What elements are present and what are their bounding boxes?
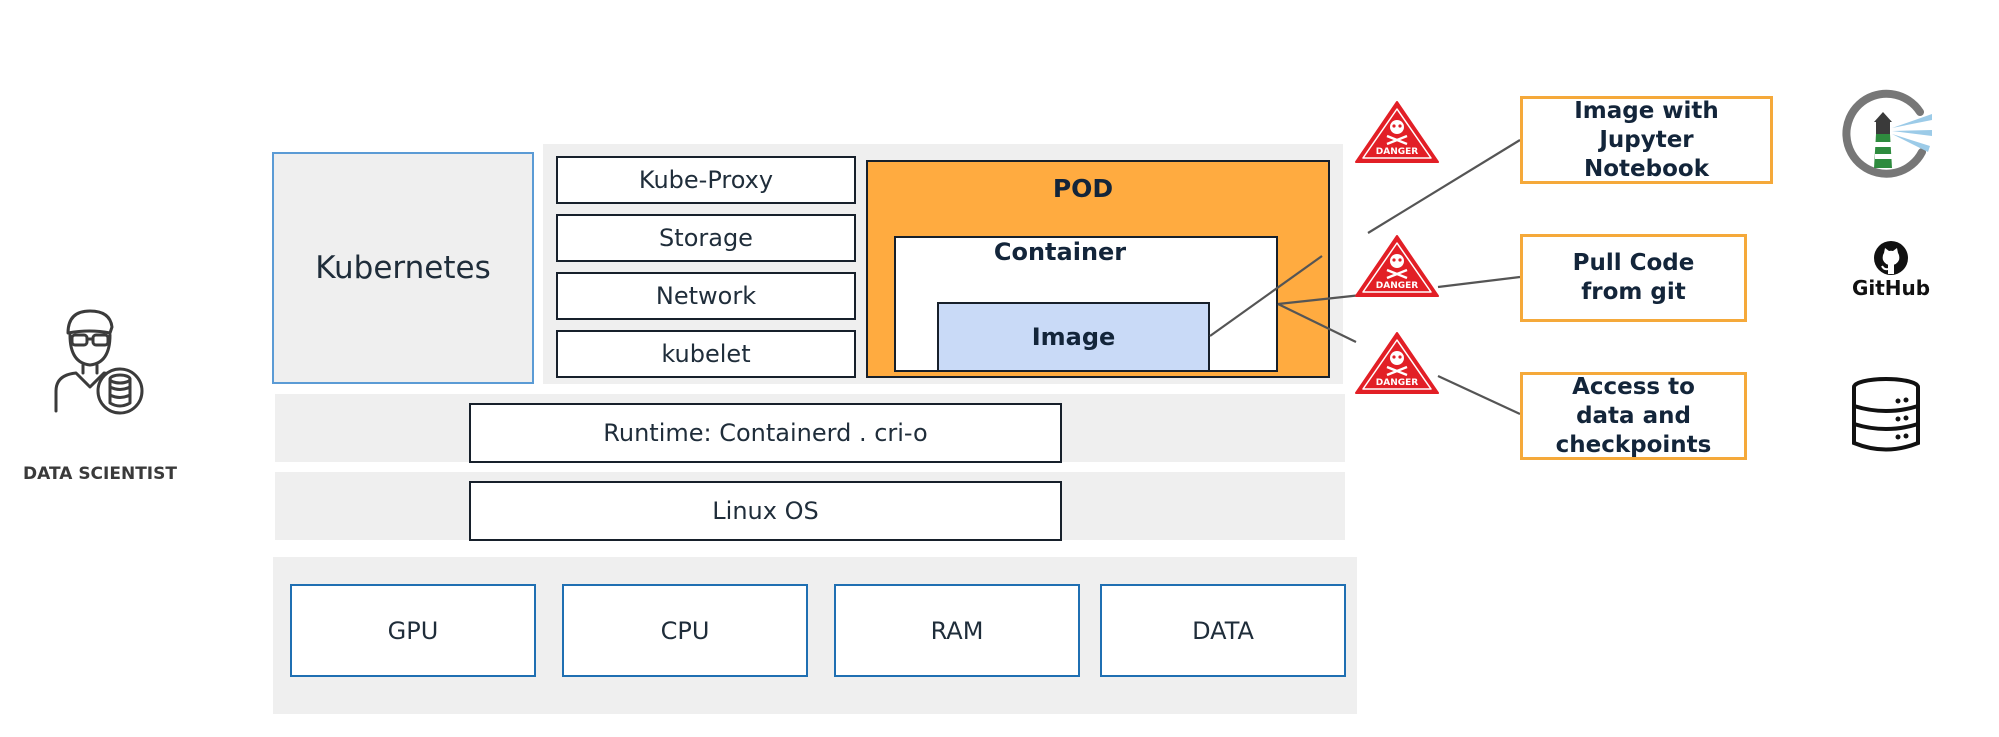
callout-line: Access to: [1572, 373, 1695, 400]
callout-line: Image with: [1574, 97, 1719, 124]
callout-line: Jupyter: [1599, 126, 1694, 153]
danger-sign-icon: DANGER: [1354, 331, 1440, 395]
component-label: Network: [655, 282, 757, 310]
image-label: Image: [1031, 323, 1116, 351]
github-logo-icon: [1874, 241, 1908, 275]
danger-sign-icon: DANGER: [1354, 100, 1440, 164]
data-scientist-icon: [54, 309, 144, 415]
runtime-box: Runtime: Containerd . cri-o: [469, 403, 1062, 463]
os-label: Linux OS: [712, 497, 819, 525]
component-label: Storage: [659, 224, 753, 252]
component-network: Network: [556, 272, 856, 320]
callout-line: Notebook: [1583, 155, 1709, 182]
persona-label: DATA SCIENTIST: [23, 464, 177, 484]
hardware-label: CPU: [660, 616, 710, 645]
connector-line: [1367, 139, 1521, 234]
os-box: Linux OS: [469, 481, 1062, 541]
hardware-label: RAM: [930, 616, 984, 645]
hardware-gpu: GPU: [290, 584, 536, 677]
image-box: Image: [937, 302, 1210, 372]
callout-line: from git: [1581, 279, 1686, 305]
callout-data-access: Access to data and checkpoints: [1520, 372, 1747, 460]
component-storage: Storage: [556, 214, 856, 262]
connector-line: [1209, 255, 1323, 337]
component-kube-proxy: Kube-Proxy: [556, 156, 856, 204]
danger-sign-icon: DANGER: [1354, 234, 1440, 298]
callout-jupyter-image: Image with Jupyter Notebook: [1520, 96, 1773, 184]
database-icon: [1852, 377, 1920, 452]
callout-line: data and: [1576, 402, 1691, 429]
container-label: Container: [993, 238, 1127, 266]
hardware-data: DATA: [1100, 584, 1346, 677]
connector-line: [1437, 275, 1521, 289]
danger-text: DANGER: [1375, 378, 1419, 388]
hardware-label: GPU: [387, 616, 439, 645]
hardware-cpu: CPU: [562, 584, 808, 677]
connector-line: [1277, 303, 1357, 343]
kubernetes-label: Kubernetes: [315, 250, 491, 286]
github-label: GitHub: [1851, 276, 1931, 300]
callout-pull-code: Pull Code from git: [1520, 234, 1747, 322]
component-label: Kube-Proxy: [638, 166, 774, 194]
callout-line: checkpoints: [1555, 431, 1712, 458]
callout-line: Pull Code: [1572, 250, 1695, 276]
pod-label: POD: [1052, 174, 1114, 203]
danger-text: DANGER: [1375, 281, 1419, 291]
hardware-ram: RAM: [834, 584, 1080, 677]
danger-text: DANGER: [1375, 147, 1419, 157]
hardware-label: DATA: [1192, 616, 1254, 645]
kubernetes-box: Kubernetes: [272, 152, 534, 384]
runtime-label: Runtime: Containerd . cri-o: [603, 419, 928, 447]
connector-line: [1437, 375, 1521, 415]
component-kubelet: kubelet: [556, 330, 856, 378]
component-label: kubelet: [661, 340, 751, 368]
lighthouse-logo-icon: [1842, 89, 1932, 178]
